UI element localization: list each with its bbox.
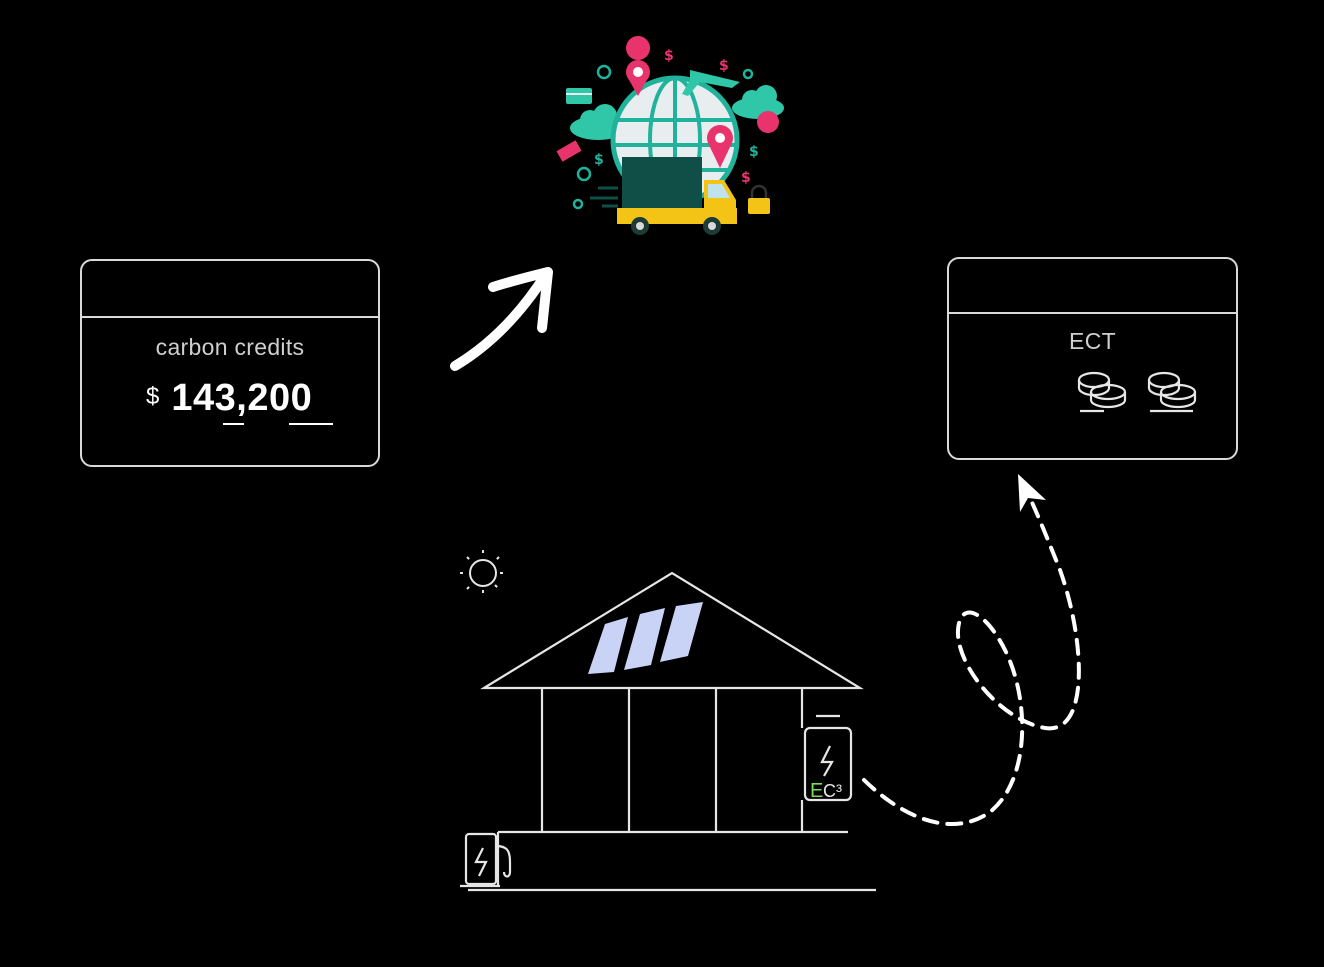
- meter-label-rest: C³: [823, 781, 842, 801]
- sun-icon: [460, 550, 506, 596]
- ect-card: ECT: [947, 257, 1238, 460]
- ev-charger-icon: [460, 832, 512, 888]
- card-header-divider: [82, 316, 378, 318]
- battery-meter-icon: [803, 714, 853, 802]
- currency-symbol: $: [146, 383, 160, 410]
- amount-value: 143,200: [171, 377, 313, 419]
- dashed-loop-arrow: [862, 496, 1081, 827]
- global-logistics-illustration: $ $ $ $ $: [556, 36, 784, 235]
- solar-panels: [588, 602, 703, 674]
- carbon-credits-card: carbon credits $143,200: [80, 259, 380, 467]
- svg-text:$: $: [749, 144, 759, 160]
- arrow-up-right-icon: [450, 267, 553, 371]
- svg-text:$: $: [741, 170, 751, 186]
- svg-text:$: $: [594, 152, 604, 168]
- card-header-divider: [949, 312, 1236, 314]
- carbon-credits-label: carbon credits: [155, 334, 305, 360]
- meter-label-e: E: [810, 780, 823, 802]
- coin-stack-icon: [1147, 371, 1197, 413]
- ect-label: ECT: [1069, 328, 1116, 354]
- coin-stack-icon: [1077, 371, 1127, 413]
- svg-text:$: $: [719, 58, 729, 74]
- house-with-solar-panels: [468, 571, 876, 892]
- carbon-credits-amount: $143,200: [146, 377, 312, 420]
- dashed-arrow-head: [1018, 474, 1046, 512]
- svg-text:$: $: [664, 48, 674, 64]
